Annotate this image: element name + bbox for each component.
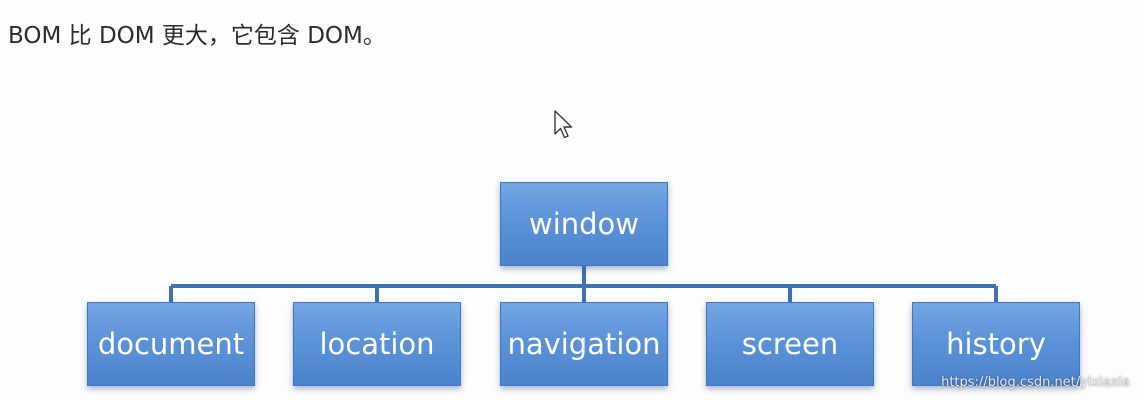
node-location: location bbox=[293, 302, 461, 386]
mouse-pointer-icon bbox=[554, 110, 573, 139]
node-navigation: navigation bbox=[500, 302, 668, 386]
node-screen: screen bbox=[706, 302, 874, 386]
watermark-text: https://blog.csdn.net/ylxiaxia bbox=[941, 375, 1130, 390]
page-heading: BOM 比 DOM 更大，它包含 DOM。 bbox=[8, 23, 386, 49]
node-window: window bbox=[500, 182, 668, 266]
node-history: history bbox=[912, 302, 1080, 386]
node-document: document bbox=[87, 302, 255, 386]
